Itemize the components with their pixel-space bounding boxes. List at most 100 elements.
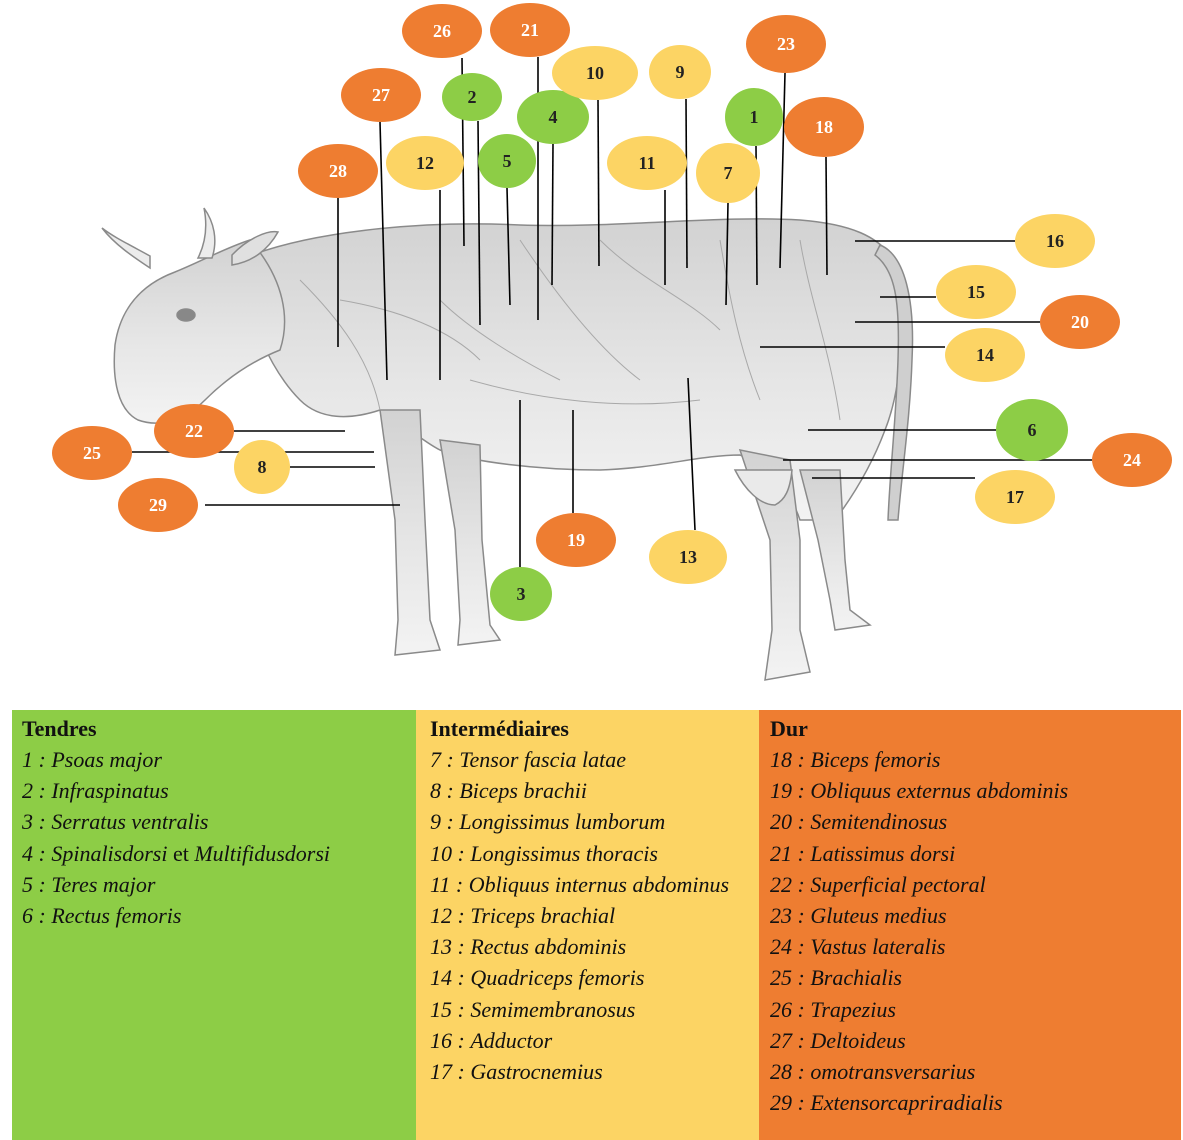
legend-item-name: Vastus lateralis [810, 934, 945, 959]
legend-item-number: 9 : [430, 809, 454, 834]
legend-title-tender: Tendres [22, 714, 416, 744]
callout-badge-13: 13 [649, 530, 727, 584]
legend-item: 7 : Tensor fascia latae [430, 744, 759, 775]
legend-column-intermediate: Intermédiaires 7 : Tensor fascia latae 8… [416, 710, 759, 1140]
cow-foreleg-back [440, 440, 500, 645]
legend-item-number: 19 : [770, 778, 805, 803]
legend-item-number: 18 : [770, 747, 805, 772]
legend-item: 13 : Rectus abdominis [430, 931, 759, 962]
legend-item-number: 11 : [430, 872, 463, 897]
legend-item-name: Brachialis [810, 965, 902, 990]
callout-badge-15: 15 [936, 265, 1016, 319]
legend-item: 24 : Vastus lateralis [770, 931, 1181, 962]
callout-badge-number: 13 [679, 547, 697, 567]
cow-illustration: 1234567891011121314151617181920212223242… [0, 0, 1183, 700]
callout-badge-18: 18 [784, 97, 864, 157]
legend-list-hard: 18 : Biceps femoris 19 : Obliquus extern… [770, 744, 1181, 1118]
legend-item-number: 21 : [770, 841, 805, 866]
legend-item-name: Spinalisdorsi [51, 841, 167, 866]
callout-badge-20: 20 [1040, 295, 1120, 349]
legend-item: 14 : Quadriceps femoris [430, 962, 759, 993]
callout-badge-19: 19 [536, 513, 616, 567]
legend-column-hard: Dur 18 : Biceps femoris 19 : Obliquus ex… [759, 710, 1181, 1140]
callout-badge-1: 1 [725, 88, 783, 146]
legend-item-name: Infraspinatus [51, 778, 168, 803]
callout-badge-8: 8 [234, 440, 290, 494]
legend-item-name: Quadriceps femoris [470, 965, 644, 990]
legend-item-number: 5 : [22, 872, 46, 897]
callout-badge-28: 28 [298, 144, 378, 198]
callout-badge-number: 10 [586, 63, 604, 83]
callout-badge-27: 27 [341, 68, 421, 122]
legend-item-name-secondary: Multifidusdorsi [194, 841, 330, 866]
callout-badge-9: 9 [649, 45, 711, 99]
legend-item-number: 25 : [770, 965, 805, 990]
legend-item-number: 12 : [430, 903, 465, 928]
legend-item-number: 20 : [770, 809, 805, 834]
legend-item-number: 24 : [770, 934, 805, 959]
legend-item-name: Superficial pectoral [810, 872, 985, 897]
legend-list-tender: 1 : Psoas major 2 : Infraspinatus 3 : Se… [22, 744, 416, 931]
legend-item-name: Rectus femoris [51, 903, 181, 928]
callout-badge-29: 29 [118, 478, 198, 532]
legend-item-number: 16 : [430, 1028, 465, 1053]
legend-item-name: Triceps brachial [470, 903, 615, 928]
callout-badge-number: 6 [1028, 420, 1037, 440]
legend-item: 2 : Infraspinatus [22, 775, 416, 806]
legend-item: 18 : Biceps femoris [770, 744, 1181, 775]
legend-item-number: 26 : [770, 997, 805, 1022]
legend-item-number: 13 : [430, 934, 465, 959]
legend-item-name: Biceps femoris [810, 747, 940, 772]
callout-badge-number: 5 [503, 151, 512, 171]
legend-column-tender: Tendres 1 : Psoas major 2 : Infraspinatu… [12, 710, 416, 1140]
callout-badge-number: 3 [517, 584, 526, 604]
callout-badge-10: 10 [552, 46, 638, 100]
legend-item-number: 29 : [770, 1090, 805, 1115]
callout-badge-23: 23 [746, 15, 826, 73]
legend-item: 16 : Adductor [430, 1025, 759, 1056]
legend-list-intermediate: 7 : Tensor fascia latae 8 : Biceps brach… [430, 744, 759, 1087]
leader-line [826, 157, 827, 275]
legend-item: 26 : Trapezius [770, 994, 1181, 1025]
legend-title-hard: Dur [770, 714, 1181, 744]
callout-badge-number: 23 [777, 34, 795, 54]
cow-horn-left [102, 228, 150, 268]
legend-item-number: 15 : [430, 997, 465, 1022]
legend-item: 23 : Gluteus medius [770, 900, 1181, 931]
legend-panel: Tendres 1 : Psoas major 2 : Infraspinatu… [12, 710, 1181, 1140]
legend-item: 15 : Semimembranosus [430, 994, 759, 1025]
callout-badge-14: 14 [945, 328, 1025, 382]
callout-badge-number: 18 [815, 117, 833, 137]
callout-badge-number: 2 [468, 87, 477, 107]
legend-item: 27 : Deltoideus [770, 1025, 1181, 1056]
callout-badge-21: 21 [490, 3, 570, 57]
legend-item: 1 : Psoas major [22, 744, 416, 775]
callout-badge-16: 16 [1015, 214, 1095, 268]
legend-item-name: Tensor fascia latae [459, 747, 626, 772]
legend-item-number: 23 : [770, 903, 805, 928]
legend-item-number: 14 : [430, 965, 465, 990]
callout-badge-2: 2 [442, 73, 502, 121]
legend-item-number: 6 : [22, 903, 46, 928]
callout-badge-number: 27 [372, 85, 390, 105]
legend-item: 28 : omotransversarius [770, 1056, 1181, 1087]
legend-item-name: Semitendinosus [810, 809, 947, 834]
legend-item: 4 : Spinalisdorsi et Multifidusdorsi [22, 838, 416, 869]
callout-badge-number: 17 [1006, 487, 1024, 507]
legend-item: 6 : Rectus femoris [22, 900, 416, 931]
legend-item: 22 : Superficial pectoral [770, 869, 1181, 900]
callout-badge-6: 6 [996, 399, 1068, 461]
callout-badge-number: 15 [967, 282, 985, 302]
legend-item-name: Trapezius [810, 997, 896, 1022]
cow-hindleg-back [800, 470, 870, 630]
legend-item: 25 : Brachialis [770, 962, 1181, 993]
callout-badge-number: 12 [416, 153, 434, 173]
callout-badge-number: 21 [521, 20, 539, 40]
legend-item-name: Rectus abdominis [470, 934, 626, 959]
callout-badge-11: 11 [607, 136, 687, 190]
legend-item-name: Deltoideus [810, 1028, 905, 1053]
legend-item-number: 4 : [22, 841, 46, 866]
callout-badge-number: 20 [1071, 312, 1089, 332]
cow-head [114, 240, 284, 423]
